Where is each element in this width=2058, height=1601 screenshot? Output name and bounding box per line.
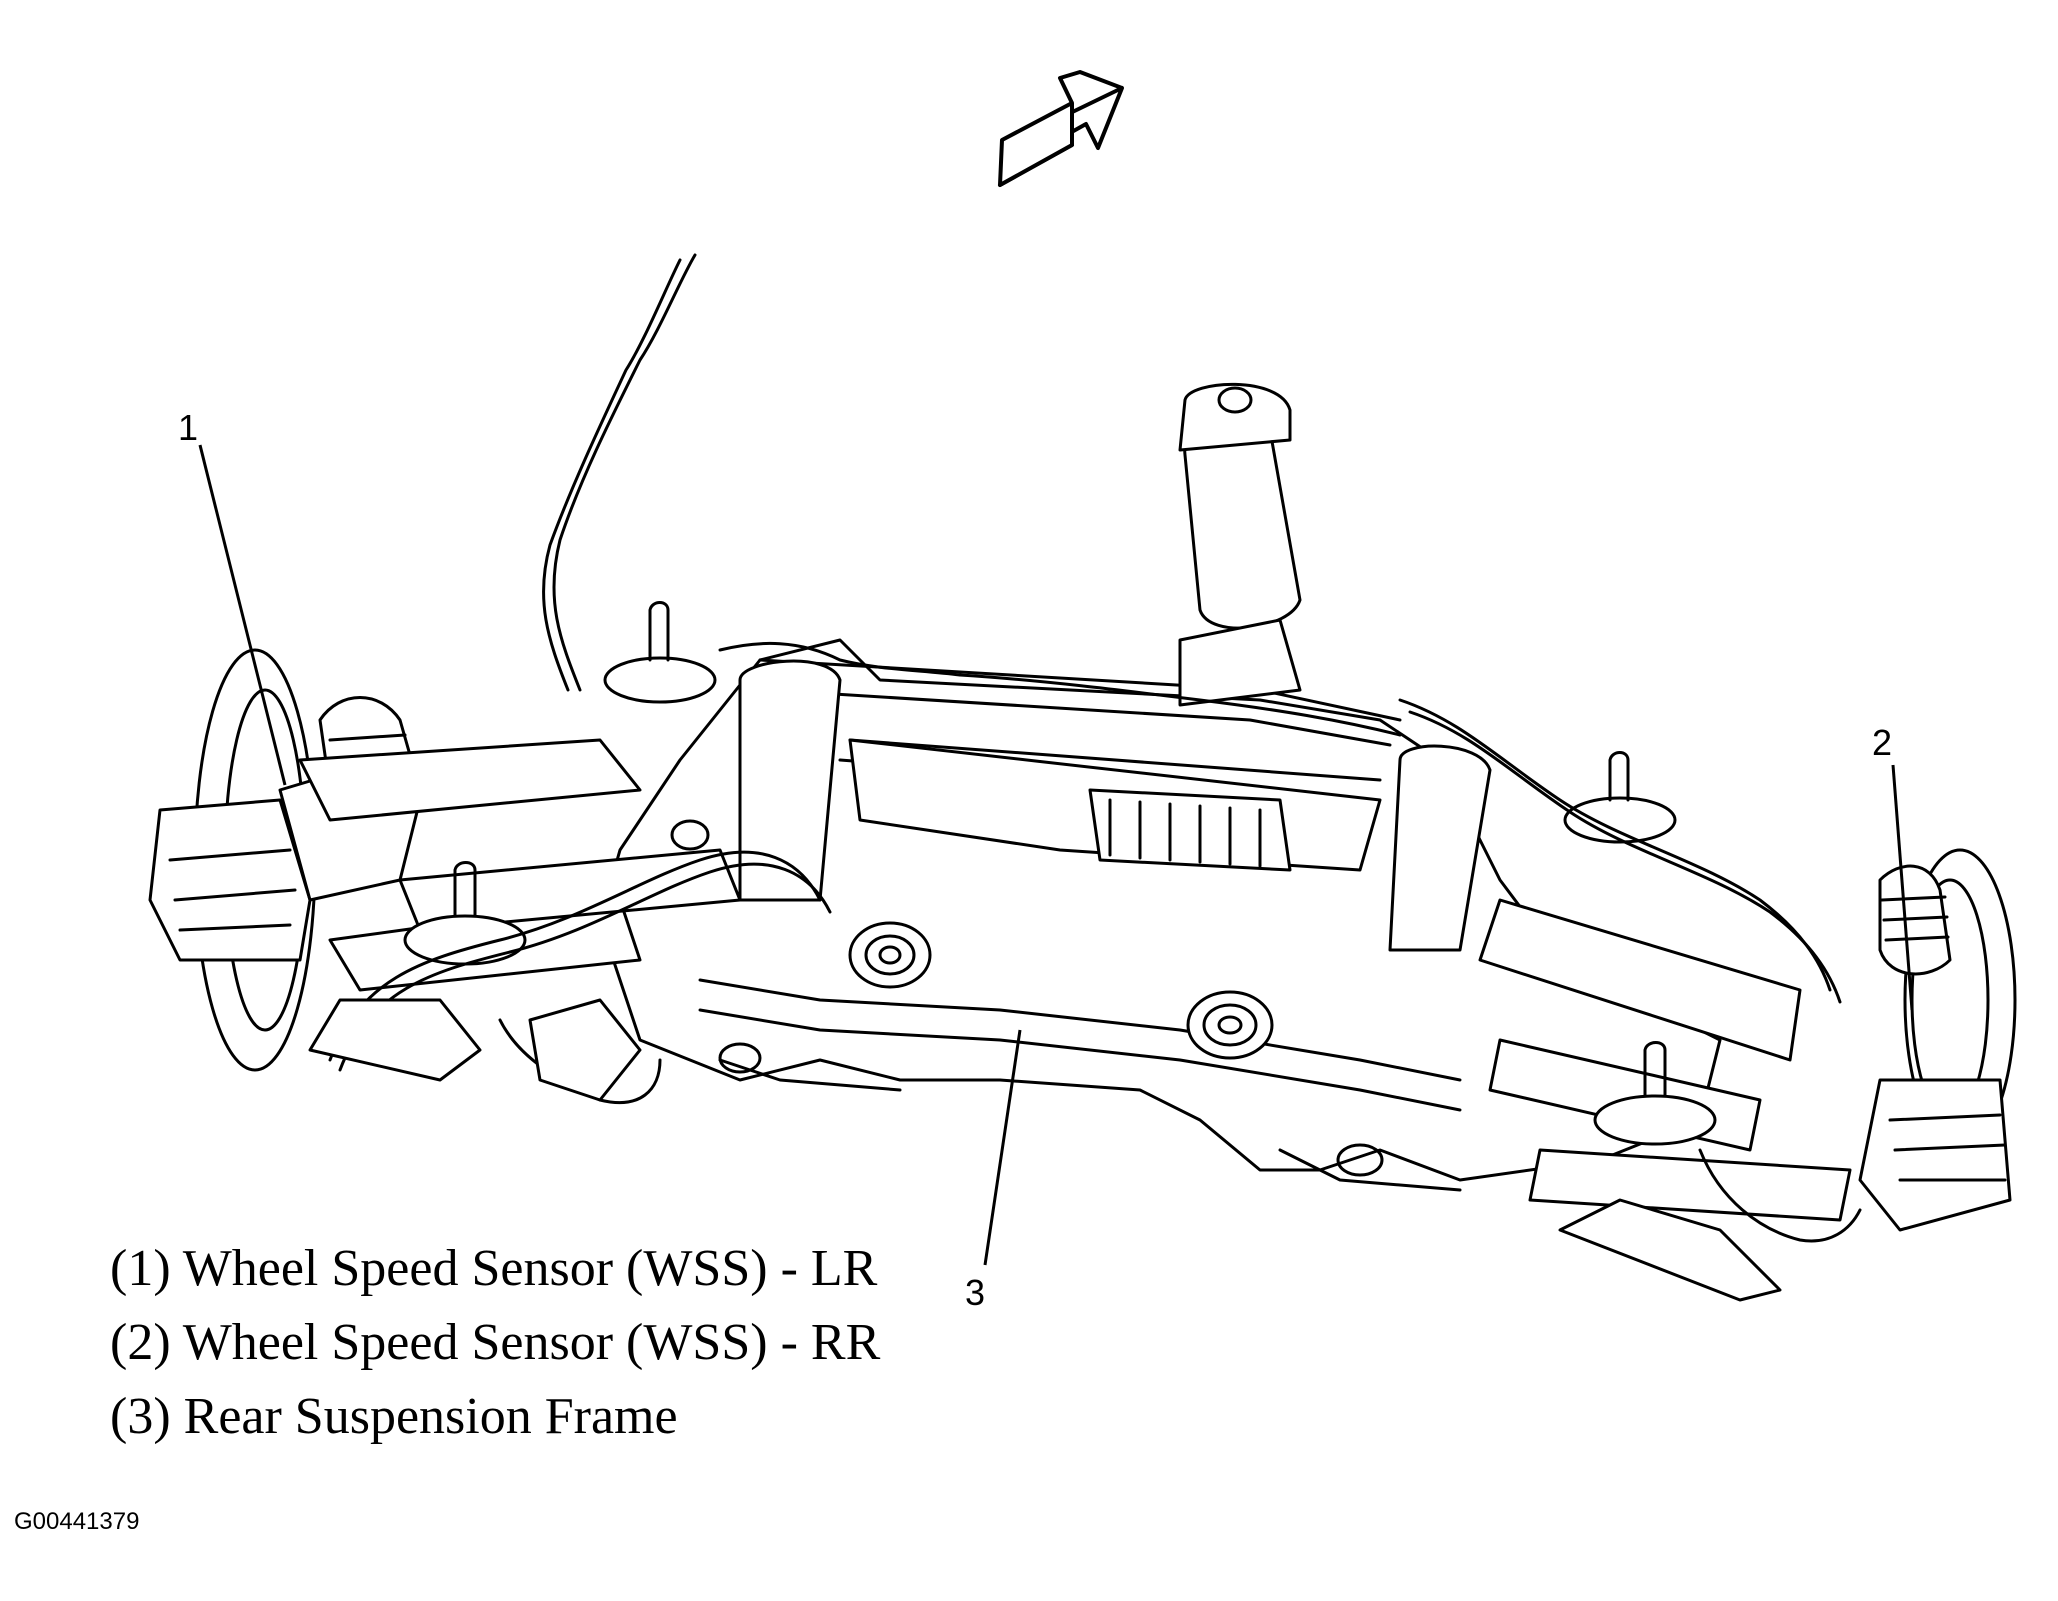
legend-item-1: (1) Wheel Speed Sensor (WSS) - LR: [110, 1240, 878, 1297]
leader-line-2: [1891, 764, 1914, 1011]
rear-suspension-frame-drawing: [148, 253, 2017, 1302]
callout-2: 2: [1872, 722, 1892, 763]
callout-leaders: [198, 444, 1914, 1266]
direction-arrow-icon: [998, 70, 1124, 187]
leader-line-3: [983, 1029, 1022, 1266]
leader-line-1: [198, 444, 287, 786]
legend-item-3: (3) Rear Suspension Frame: [110, 1388, 678, 1445]
callout-3: 3: [965, 1272, 985, 1313]
callout-1: 1: [178, 407, 198, 448]
legend: (1) Wheel Speed Sensor (WSS) - LR (2) Wh…: [110, 1232, 880, 1454]
legend-item-2: (2) Wheel Speed Sensor (WSS) - RR: [110, 1314, 881, 1371]
figure-id: G00441379: [14, 1508, 140, 1535]
